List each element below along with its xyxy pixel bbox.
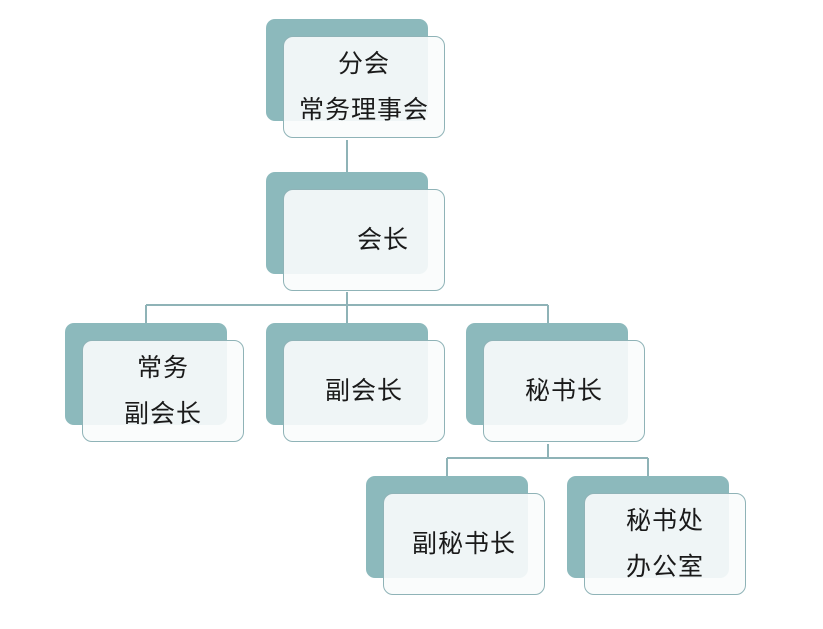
node-label-line: 办公室 <box>625 552 704 581</box>
node-box: 秘书长 <box>483 340 645 442</box>
node-box: 副秘书长 <box>383 493 545 595</box>
node-label-line: 常务 <box>136 353 189 382</box>
node-label-line: 秘书处 <box>625 506 704 535</box>
node-box: 秘书处 办公室 <box>584 493 746 595</box>
node-box: 副会长 <box>283 340 445 442</box>
node-label-line: 分会 <box>337 49 390 78</box>
node-label-line: 副秘书长 <box>411 529 516 558</box>
node-label-line: 副会长 <box>123 399 202 428</box>
node-box: 会长 <box>283 189 445 291</box>
node-box: 常务 副会长 <box>82 340 244 442</box>
node-label-line: 副会长 <box>324 376 403 405</box>
node-label-line: 常务理事会 <box>298 95 429 124</box>
node-box: 分会 常务理事会 <box>283 36 445 138</box>
node-label-line: 秘书长 <box>524 376 603 405</box>
node-label-line: 会长 <box>356 225 409 254</box>
